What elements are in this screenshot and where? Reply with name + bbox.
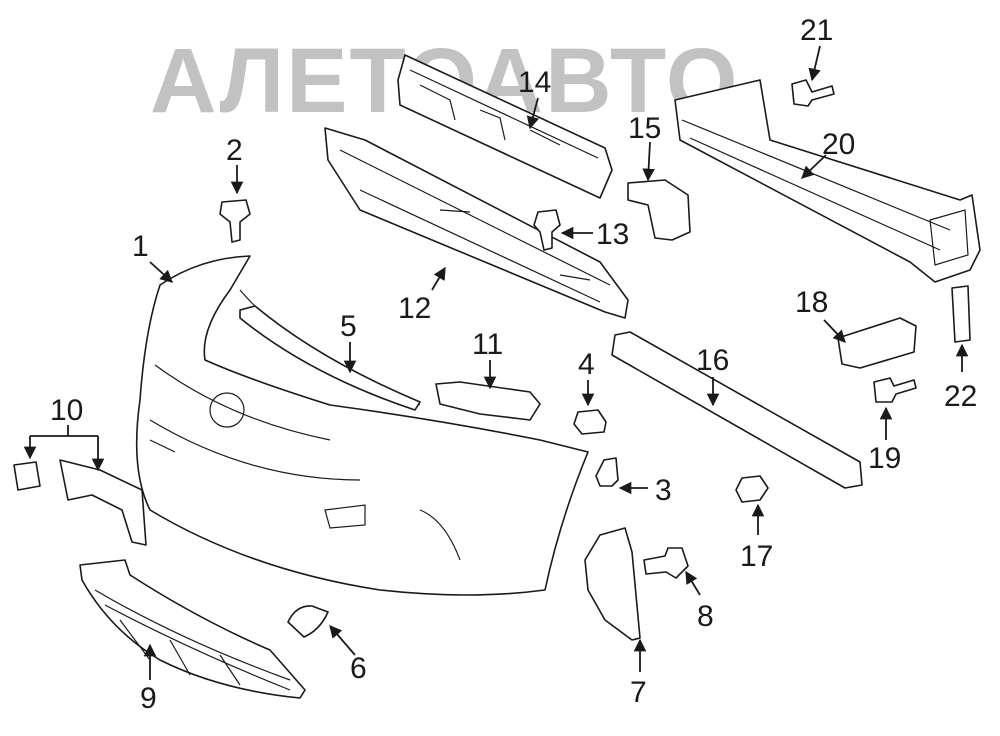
callout-2: 2 (226, 134, 243, 167)
part-19-bolt (873, 377, 917, 403)
callout-5: 5 (340, 310, 357, 343)
part-18-bracket (837, 317, 917, 369)
callout-8: 8 (697, 600, 714, 633)
callout-18: 18 (795, 286, 828, 319)
callout-22: 22 (944, 380, 977, 413)
callout-12: 12 (398, 292, 431, 325)
part-20-reinforcement (674, 79, 981, 283)
callout-17: 17 (740, 540, 773, 573)
callout-4: 4 (578, 348, 595, 381)
callout-6: 6 (350, 652, 367, 685)
callout-1: 1 (132, 230, 149, 263)
part-5-seal (239, 305, 421, 411)
part-12-upper-retainer (324, 127, 629, 319)
callout-3: 3 (655, 474, 672, 507)
part-1-bumper-cover (135, 255, 589, 596)
part-10-bracket (13, 459, 147, 546)
callout-19: 19 (868, 442, 901, 475)
callout-20: 20 (822, 128, 855, 161)
callout-7: 7 (630, 676, 647, 709)
callout-15: 15 (628, 112, 661, 145)
callout-13: 13 (596, 218, 629, 251)
part-13-clip (533, 209, 561, 251)
part-16-absorber (611, 331, 863, 489)
part-2-clip (219, 199, 251, 243)
part-14-upper-absorber (397, 54, 613, 199)
callout-14: 14 (518, 66, 551, 99)
part-7-bracket (584, 527, 641, 641)
callout-11: 11 (472, 328, 503, 361)
callout-10: 10 (50, 394, 83, 427)
part-15-bracket (627, 179, 691, 241)
part-11-bracket (435, 381, 541, 421)
callout-labels: 1 2 3 4 5 6 7 8 9 10 11 12 13 14 15 16 1… (50, 14, 977, 715)
part-6-cover (287, 605, 329, 638)
part-4-nut (573, 409, 607, 435)
part-22-spacer (951, 285, 971, 343)
leader-lines (23, 45, 969, 680)
part-9-grille (79, 559, 306, 699)
part-21-bolt (791, 79, 835, 107)
callout-21: 21 (800, 14, 833, 47)
part-17-nut (735, 475, 769, 503)
part-8-bolt (643, 547, 689, 579)
callout-9: 9 (140, 682, 157, 715)
part-3-bolt (595, 457, 619, 487)
callout-16: 16 (696, 344, 729, 377)
